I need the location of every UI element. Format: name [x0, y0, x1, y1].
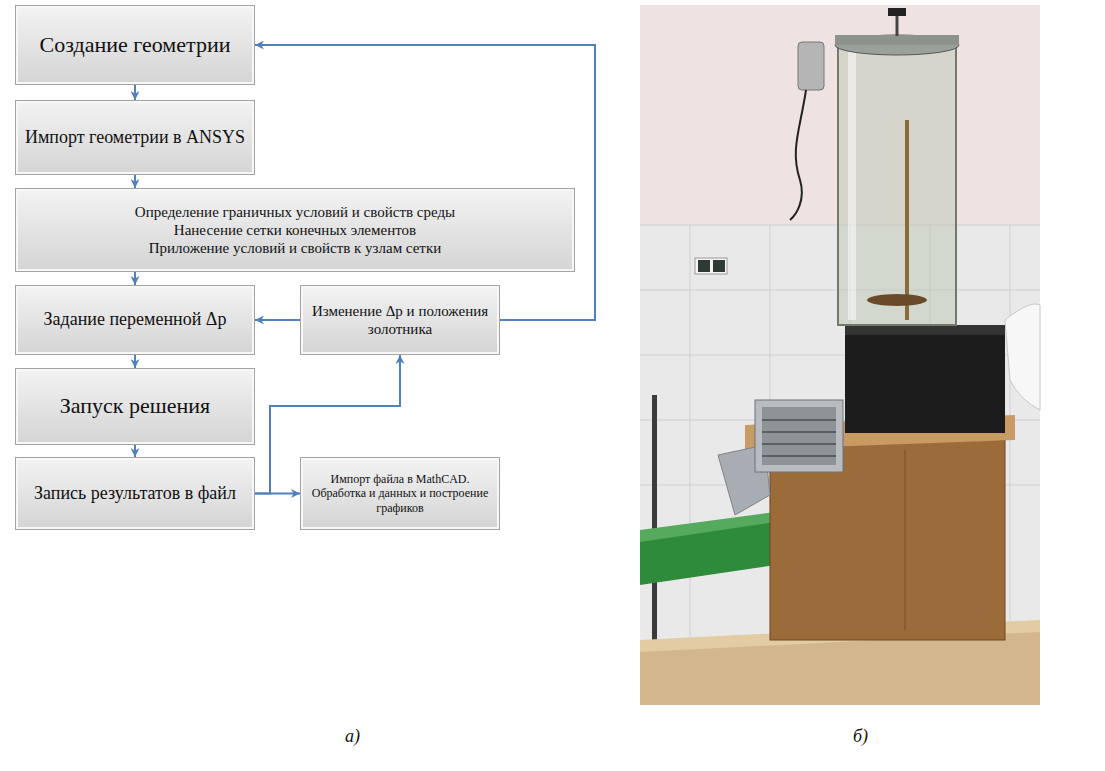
- black-base-block: [845, 325, 1005, 433]
- photo-background: [640, 5, 1040, 705]
- photo-shape: [640, 5, 1040, 705]
- process-box: Запись результатов в файл: [15, 457, 255, 530]
- green-tray: [640, 512, 775, 585]
- flow-arrow: [134, 85, 136, 100]
- fan-housing: [755, 400, 843, 472]
- process-box: Создание геометрии: [15, 5, 255, 85]
- flow-arrow: [134, 445, 136, 457]
- flow-arrow: [134, 355, 136, 368]
- photo-shape: [762, 455, 836, 457]
- panel-label: б): [853, 726, 868, 747]
- process-box: Запуск решения: [15, 368, 255, 445]
- photo-shape: [838, 45, 956, 325]
- wall-switch: [695, 258, 727, 274]
- process-box: Задание переменной Δp: [15, 285, 255, 355]
- box-text: Запуск решения: [60, 393, 210, 419]
- photo-shape: [888, 8, 906, 16]
- process-box: Определение граничных условий и свойств …: [15, 188, 575, 272]
- box-text: Импорт геометрии в ANSYS: [25, 127, 245, 149]
- flow-arrow: [134, 272, 136, 285]
- box-text: Нанесение сетки конечных элементов: [174, 221, 416, 239]
- box-text: Запись результатов в файл: [34, 483, 236, 505]
- process-box: Изменение Δp и положения золотника: [300, 285, 500, 355]
- photo-shape: [690, 225, 691, 705]
- photo-shape: [845, 325, 1005, 433]
- electric-motor: [790, 42, 824, 220]
- box-text: Изменение Δp и положения золотника: [309, 302, 491, 338]
- photo-shape: [835, 35, 959, 55]
- box-text: Определение граничных условий и свойств …: [135, 203, 455, 221]
- box-text: Создание геометрии: [40, 32, 231, 58]
- glass-cylinder: [835, 8, 959, 325]
- photo-shape: [798, 42, 824, 90]
- flow-arrow: [255, 45, 595, 320]
- box-text: Приложение условий и свойств к узлам сет…: [149, 239, 442, 257]
- photo-shape: [905, 120, 909, 320]
- photo-shape: [905, 450, 906, 630]
- flow-arrow: [134, 175, 136, 188]
- photo-shape: [695, 258, 727, 274]
- photo-shape: [845, 325, 1005, 335]
- photo-shape: [698, 260, 710, 272]
- photo-shape: [835, 35, 959, 45]
- photo-shape: [762, 431, 836, 433]
- process-box: Импорт геометрии в ANSYS: [15, 100, 255, 175]
- photo-shape: [762, 419, 836, 421]
- flow-arrow: [255, 319, 300, 321]
- photo-shape: [762, 443, 836, 445]
- panel-label: а): [345, 726, 360, 747]
- process-box: Импорт файла в MathCAD. Обработка и данн…: [300, 457, 500, 530]
- box-text: Задание переменной Δp: [44, 309, 227, 331]
- photo-shape: [1005, 304, 1040, 410]
- box-text: Импорт файла в MathCAD. Обработка и данн…: [309, 472, 491, 515]
- photo-shape: [867, 294, 927, 306]
- photo-shape: [762, 407, 836, 465]
- photo-shape: [713, 260, 725, 272]
- photo-shape: [640, 512, 775, 542]
- photo-shape: [790, 90, 806, 220]
- sink: [1005, 304, 1040, 410]
- photo-shape: [848, 50, 856, 320]
- photo-shape: [755, 400, 843, 472]
